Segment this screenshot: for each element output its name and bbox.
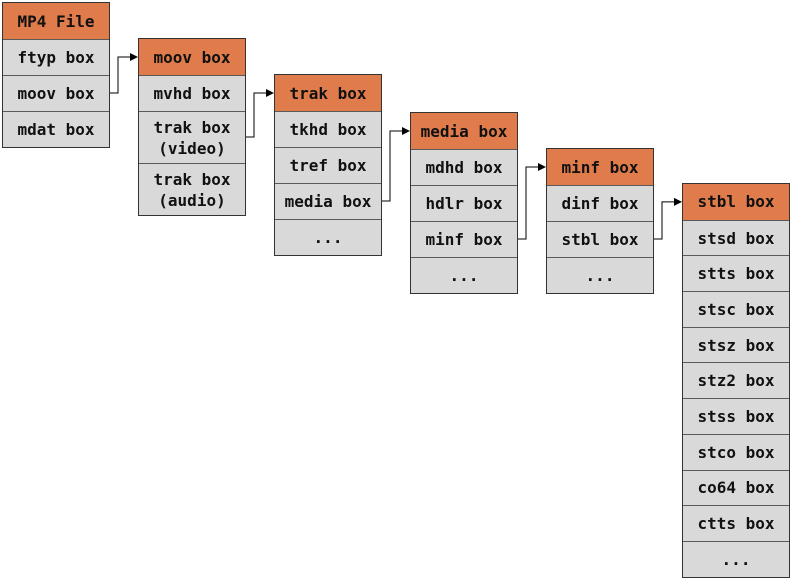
stack-header: MP4 File bbox=[3, 3, 109, 39]
stack-item: ... bbox=[411, 257, 517, 293]
stack-item: minf box bbox=[411, 221, 517, 257]
stack-item: ... bbox=[547, 257, 653, 293]
stack-item: co64 box bbox=[683, 469, 789, 506]
stack-item: stss box bbox=[683, 398, 789, 434]
stack-item: tkhd box bbox=[275, 111, 381, 147]
stack-header: moov box bbox=[139, 39, 245, 75]
stack-item: stco box bbox=[683, 433, 789, 470]
stack-item: stsz box bbox=[683, 326, 789, 363]
stack-header: minf box bbox=[547, 149, 653, 185]
connector-arrow-media-to-minf bbox=[518, 163, 546, 240]
stack-item: media box bbox=[275, 183, 381, 219]
connector-arrow-trak-to-media bbox=[382, 127, 410, 202]
stack-header: stbl box bbox=[683, 184, 789, 220]
stack-item: mdhd box bbox=[411, 149, 517, 185]
stack-item: stsd box bbox=[683, 219, 789, 256]
stack-item: trak box (audio) bbox=[139, 163, 245, 215]
stack-item: tref box bbox=[275, 147, 381, 183]
stack-item: ... bbox=[275, 219, 381, 255]
stack-item: dinf box bbox=[547, 185, 653, 221]
stack-item: trak box (video) bbox=[139, 111, 245, 163]
connector-arrow-minf-to-stbl bbox=[654, 197, 682, 240]
stack-item: ctts box bbox=[683, 505, 789, 541]
stack-item: stsc box bbox=[683, 291, 789, 327]
stack-header: trak box bbox=[275, 75, 381, 111]
stack-item: stts box bbox=[683, 255, 789, 292]
stack-item: mdat box bbox=[3, 111, 109, 147]
stack-item: moov box bbox=[3, 75, 109, 111]
connector-arrow-moov-to-trak bbox=[246, 89, 274, 138]
stack-item: mvhd box bbox=[139, 75, 245, 111]
stack-header: media box bbox=[411, 113, 517, 149]
stack-item: hdlr box bbox=[411, 185, 517, 221]
connector-arrow-mp4-file-to-moov bbox=[110, 53, 138, 94]
stack-item: ... bbox=[683, 540, 789, 577]
stack-item: ftyp box bbox=[3, 39, 109, 75]
stack-item: stbl box bbox=[547, 221, 653, 257]
stack-item: stz2 box bbox=[683, 362, 789, 399]
